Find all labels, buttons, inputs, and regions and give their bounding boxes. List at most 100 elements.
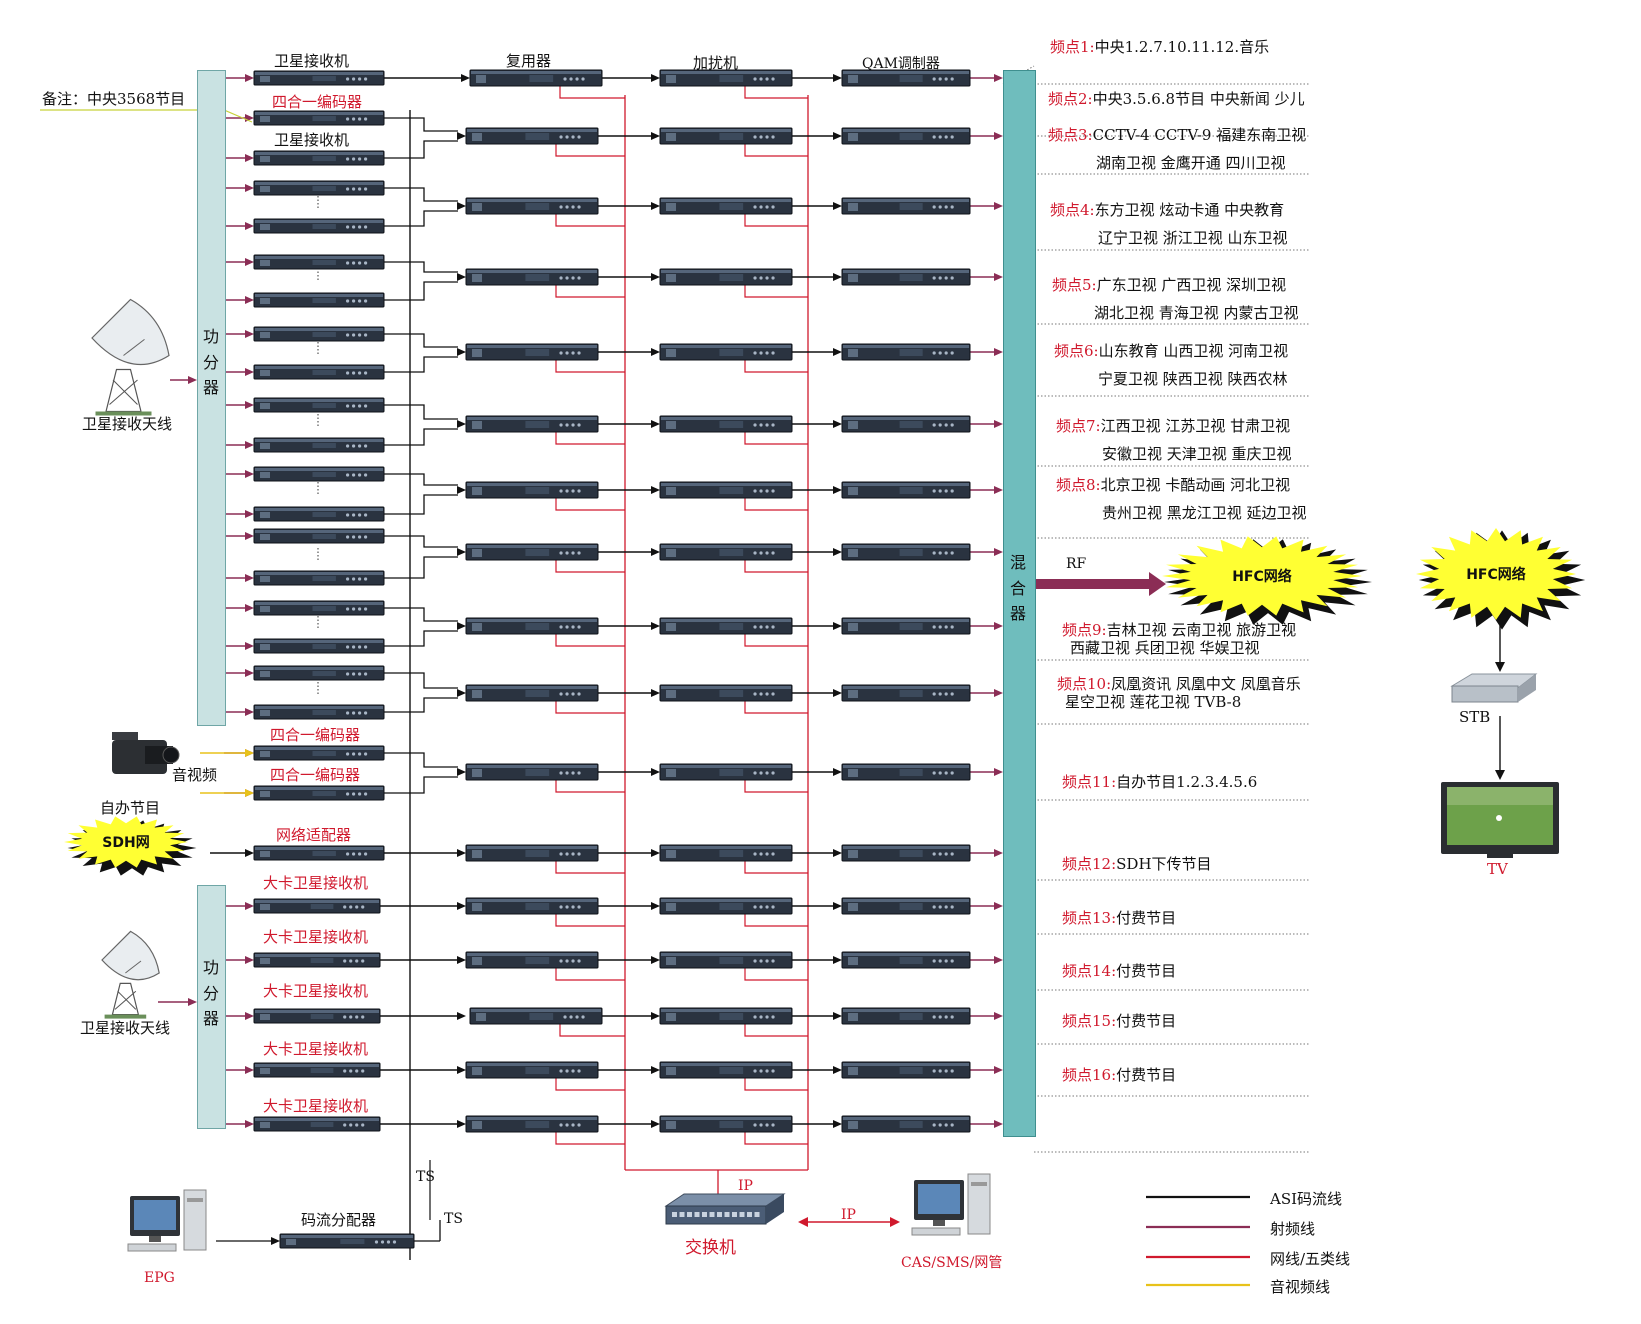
net-mux-tie	[555, 285, 625, 298]
frequency-number: 频点8:	[1056, 476, 1101, 494]
asi-recv-to-mux	[384, 140, 458, 159]
net-scrambler-tie	[744, 498, 808, 511]
arrowhead	[457, 548, 466, 556]
rf-arrowhead	[994, 132, 1003, 140]
power-splitter-top-label: 功分器	[202, 327, 219, 398]
multiplexer-unit	[465, 1115, 599, 1133]
qam-modulator-unit	[841, 415, 971, 433]
rf-arrowhead	[994, 1066, 1003, 1074]
asi-recv-to-mux	[384, 607, 458, 622]
multiplexer-unit	[465, 844, 599, 862]
cas-label: CAS/SMS/网管	[901, 1255, 1003, 1271]
net-mux-tie	[555, 861, 625, 874]
net-scrambler-tie	[744, 432, 808, 445]
frequency-channels: 自办节目1.2.3.4.5.6	[1116, 773, 1258, 791]
heading-qam-modulator: QAM调制器	[862, 56, 940, 72]
tv-label: TV	[1487, 860, 1508, 878]
frequency-channels-line2: 星空卫视 莲花卫视 TVB-8	[1065, 693, 1242, 711]
rf-arrowhead	[245, 258, 254, 266]
rf-arrowhead	[245, 296, 254, 304]
frequency-number: 频点14:	[1062, 962, 1117, 980]
network-switch-icon	[664, 1193, 786, 1225]
scrambler-unit	[659, 343, 793, 361]
asi-recv-to-mux	[384, 210, 458, 227]
frequency-channels: 山东教育 山西卫视 河南卫视	[1098, 342, 1289, 360]
rf-arrowhead	[994, 486, 1003, 494]
frequency-16: 频点16:付费节目	[1062, 1068, 1176, 1083]
frequency-number: 频点7:	[1056, 417, 1101, 435]
frequency-6: 频点6:山东教育 山西卫视 河南卫视	[1054, 344, 1288, 359]
rf-arrowhead	[994, 74, 1003, 82]
legend-label: 音视频线	[1270, 1278, 1331, 1296]
arrowhead	[457, 1066, 466, 1074]
qam-modulator-unit	[841, 951, 971, 969]
hfc-network-burst-2: HFC网络	[1416, 528, 1586, 630]
scrambler-unit	[659, 543, 793, 561]
arrowhead	[833, 956, 842, 964]
scrambler-unit	[659, 197, 793, 215]
multiplexer-unit	[465, 763, 599, 781]
asi-recv-to-mux	[384, 404, 458, 420]
antenna-bottom-label: 卫星接收天线	[80, 1019, 171, 1037]
net-scrambler-tie	[744, 968, 808, 981]
rf-arrowhead	[245, 74, 254, 82]
net-scrambler-tie	[744, 1132, 808, 1145]
arrowhead	[457, 956, 466, 964]
asi-recv-to-mux	[384, 494, 458, 515]
qam-modulator-unit	[841, 543, 971, 561]
asi-recv-to-mux	[384, 697, 458, 713]
rf-arrowhead	[245, 470, 254, 478]
arrowhead	[457, 348, 466, 356]
arrowhead	[457, 486, 466, 494]
cas-computer-icon	[911, 1173, 991, 1236]
arrowhead	[245, 1120, 254, 1128]
arrowhead	[457, 902, 466, 910]
net-mux-tie	[555, 634, 625, 647]
rf-arrowhead	[245, 532, 254, 540]
receiver-unit	[253, 665, 385, 681]
rf-arrowhead	[994, 689, 1003, 697]
sdh-network-burst: SDH网	[64, 816, 197, 876]
svg-text:SDH网: SDH网	[102, 835, 149, 851]
arrowhead	[651, 849, 660, 857]
legend-label: 射频线	[1270, 1220, 1316, 1238]
arrowhead	[188, 376, 197, 384]
receiver-unit	[253, 180, 385, 196]
arrowhead	[833, 348, 842, 356]
frequency-number: 频点6:	[1054, 342, 1099, 360]
frequency-channels: 付费节目	[1116, 1066, 1177, 1084]
receiver-unit	[253, 437, 385, 453]
qam-modulator-unit	[841, 844, 971, 862]
rf-arrowhead	[994, 622, 1003, 630]
rf-label: RF	[1066, 556, 1087, 572]
rf-arrowhead	[994, 902, 1003, 910]
arrowhead	[271, 1237, 280, 1245]
arrowhead	[833, 1012, 842, 1020]
asi-recv-to-mux	[384, 535, 458, 548]
multiplexer-unit	[465, 684, 599, 702]
switch-label: 交换机	[685, 1238, 736, 1258]
net-scrambler-tie	[744, 86, 808, 99]
frequency-channels: 北京卫视 卡酷动画 河北卫视	[1100, 476, 1291, 494]
note-label: 备注：中央3568节目	[42, 90, 186, 108]
qam-modulator-unit	[841, 268, 971, 286]
ip-label-switch: IP	[738, 1178, 753, 1194]
frequency-channels: SDH下传节目	[1116, 855, 1212, 873]
asi-recv-to-mux	[384, 187, 458, 202]
stream-distributor-unit	[279, 1233, 415, 1249]
arrowhead	[651, 689, 660, 697]
scrambler-unit	[659, 69, 793, 87]
frequency-channels-line2: 湖北卫视 青海卫视 内蒙古卫视	[1094, 304, 1299, 322]
multiplexer-unit	[469, 1007, 603, 1025]
power-splitter-top	[197, 70, 226, 726]
arrowhead	[833, 548, 842, 556]
mixer-bar	[1003, 70, 1036, 1137]
net-mux-tie	[555, 701, 625, 714]
frequency-11: 频点11:自办节目1.2.3.4.5.6	[1062, 775, 1257, 790]
arrowhead	[833, 273, 842, 281]
frequency-channels: 东方卫视 炫动卡通 中央教育	[1094, 201, 1285, 219]
legend-label: ASI码流线	[1270, 1190, 1343, 1208]
net-scrambler-tie	[744, 560, 808, 573]
multiplexer-unit	[465, 481, 599, 499]
